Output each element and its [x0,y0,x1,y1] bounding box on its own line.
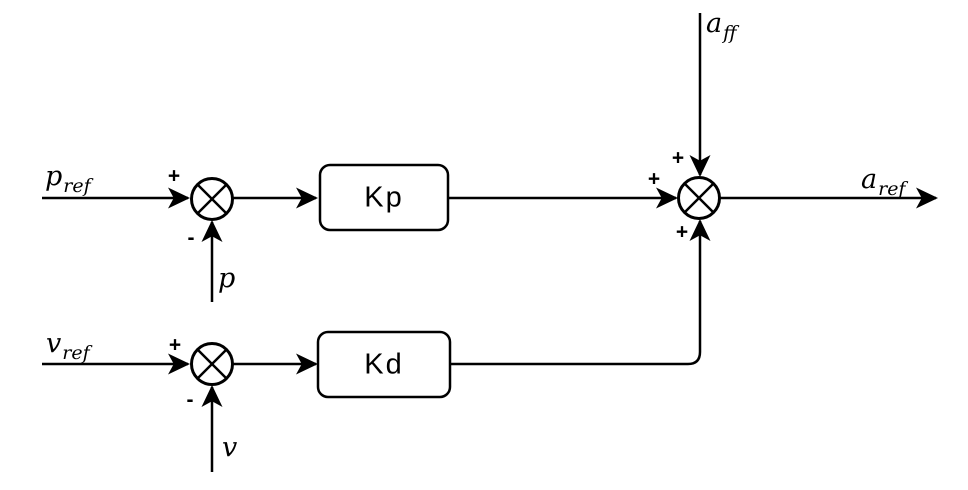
j1-plus-sign: + [167,164,181,188]
gain-block-kd [316,330,452,399]
kd-to-j3-arrow [450,219,711,366]
a-ff-label: aff [706,10,737,43]
j2-minus-sign: - [186,388,194,412]
junction-cross-line [683,182,715,214]
v-ref-label-subscript: ref [62,342,90,364]
summing-junction-velocity [190,342,234,386]
p-ref-label: pref [45,163,91,196]
p-feedback-label: p [218,265,235,292]
j1-minus-sign: - [187,226,195,250]
v-feedback-label-base: v [222,432,238,463]
j3-bottom-plus-sign: + [675,220,689,244]
junction-cross-line [196,183,228,215]
p-ref-label-subscript: ref [63,175,91,197]
a-ref-label: aref [861,166,905,199]
v-feedback-label: v [222,434,237,461]
v-ref-label: vref [46,330,90,363]
j2-plus-sign: + [168,333,182,357]
j3-left-plus-sign: + [647,167,661,191]
p-feedback-label-base: p [218,263,236,294]
p-ref-label-base: p [45,161,63,192]
kp-block-label: Kp [364,181,404,214]
summing-junction-position [190,177,234,221]
a-ff-label-subscript: ff [723,22,737,44]
v-ref-label-base: v [46,328,62,359]
summing-junction-output [677,176,721,220]
j3-top-plus-sign: + [671,146,685,170]
a-ff-label-base: a [706,8,723,39]
junction-cross-line [196,348,228,380]
a-ref-label-base: a [861,164,878,195]
a-ref-label-subscript: ref [878,178,906,200]
kd-block-label: Kd [364,348,404,381]
gain-block-kp [318,163,450,232]
